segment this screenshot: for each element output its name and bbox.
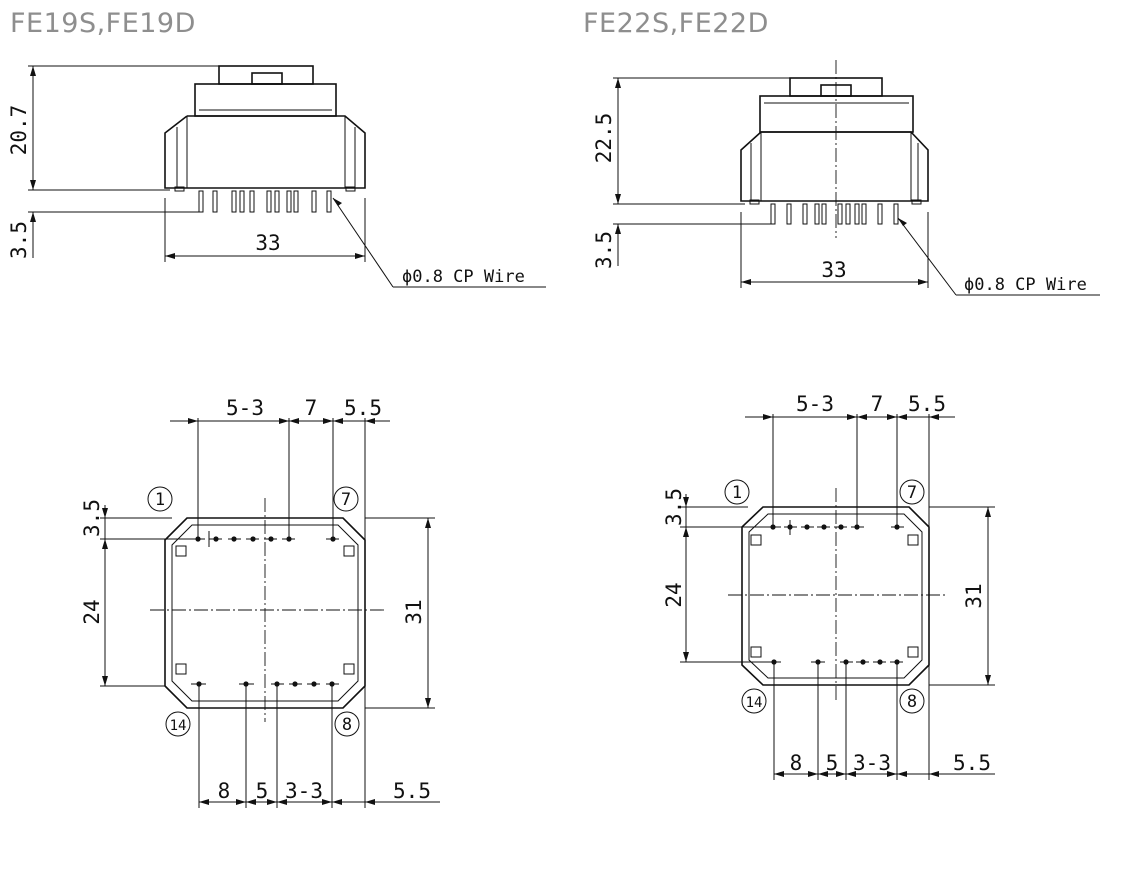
fe22-bottom-dim-4: 5.5 — [953, 751, 991, 775]
fe19-pin8-marker — [334, 711, 360, 737]
fe22-bottom-dim-1: 8 — [790, 751, 803, 775]
model-title-fe22: FE22S,FE22D — [583, 8, 769, 39]
fe22-pin7-marker — [899, 479, 925, 505]
fe22-side-dimensions — [613, 77, 1100, 296]
fe22-wire-note: ϕ0.8 CP Wire — [964, 275, 1087, 295]
fe19-top-dim-2: 7 — [305, 396, 318, 420]
fe19-wire-note: ϕ0.8 CP Wire — [402, 267, 525, 287]
model-title-fe19: FE19S,FE19D — [10, 8, 196, 39]
fe22-pin14-label: 14 — [746, 695, 763, 711]
fe19-right-dim: 31 — [402, 599, 426, 624]
fe19-pin7-label: 7 — [341, 490, 351, 510]
fe22-bottom-dim-3: 3-3 — [853, 751, 891, 775]
fe19-height-label: 20.7 — [7, 105, 31, 156]
fe22-left-dim-2: 24 — [662, 582, 686, 607]
fe22-pin14-marker — [741, 688, 767, 714]
fe19-width-label: 33 — [255, 231, 280, 255]
fe19-pin14-marker — [165, 711, 191, 737]
fe22-bottom-outline — [728, 488, 946, 700]
fe22-top-dim-1: 5-3 — [796, 392, 834, 416]
fe19-top-dim-3: 5.5 — [344, 396, 382, 420]
fe19-left-dim-2: 24 — [80, 599, 104, 624]
fe19-top-dim-1: 5-3 — [226, 396, 264, 420]
fe19-pin14-label: 14 — [170, 718, 187, 734]
fe22-left-dim-1: 3.5 — [662, 488, 686, 526]
fe22-side-pins — [770, 203, 899, 225]
fe19-side-view: 20.7 3.5 33 ϕ0.8 CP Wire — [7, 65, 546, 288]
fe19-left-dim-1: 3.5 — [80, 499, 104, 537]
fe22-pin1-label: 1 — [732, 483, 742, 503]
fe19-bottom-outline — [150, 498, 385, 722]
fe19-bottom-pins — [190, 531, 339, 687]
fe22-bottom-dimensions — [680, 414, 995, 780]
fe19-pin1-marker — [147, 486, 173, 512]
fe22-side-body — [740, 60, 929, 238]
fe22-bottom-dim-2: 5 — [826, 751, 839, 775]
fe19-pin7-marker — [333, 486, 359, 512]
fe22-pin8-marker — [899, 688, 925, 714]
fe22-top-dim-3: 5.5 — [908, 392, 946, 416]
fe19-pin1-label: 1 — [155, 490, 165, 510]
fe19-pin8-label: 8 — [342, 715, 352, 735]
fe22-pin-length-label: 3.5 — [592, 231, 616, 269]
fe19-bottom-dim-4: 5.5 — [393, 779, 431, 803]
fe22-height-label: 22.5 — [592, 113, 616, 164]
fe22-pin7-label: 7 — [907, 483, 917, 503]
fe19-side-dimensions — [28, 65, 546, 288]
fe22-width-label: 33 — [821, 258, 846, 282]
fe22-pin8-label: 8 — [907, 692, 917, 712]
fe22-right-dim: 31 — [962, 583, 986, 608]
fe22-side-view: 22.5 3.5 33 ϕ0.8 CP Wire — [592, 60, 1100, 296]
fe19-bottom-dimensions — [100, 418, 440, 808]
fe22-bottom-view: 1 7 14 8 5-3 7 5.5 3.5 24 31 8 5 3-3 5.5 — [662, 392, 995, 780]
fe19-pin-length-label: 3.5 — [7, 221, 31, 259]
fe19-side-body — [164, 65, 366, 192]
fe19-bottom-dim-3: 3-3 — [285, 779, 323, 803]
fe19-bottom-view: 1 7 14 8 5-3 7 5.5 3.5 24 31 8 5 3-3 5.5 — [80, 396, 440, 808]
fe22-pin1-marker — [724, 479, 750, 505]
fe19-side-pins — [198, 190, 332, 213]
fe19-bottom-dim-2: 5 — [256, 779, 269, 803]
fe22-top-dim-2: 7 — [871, 392, 884, 416]
fe19-bottom-dim-1: 8 — [218, 779, 231, 803]
fe22-bottom-pins — [766, 520, 904, 665]
